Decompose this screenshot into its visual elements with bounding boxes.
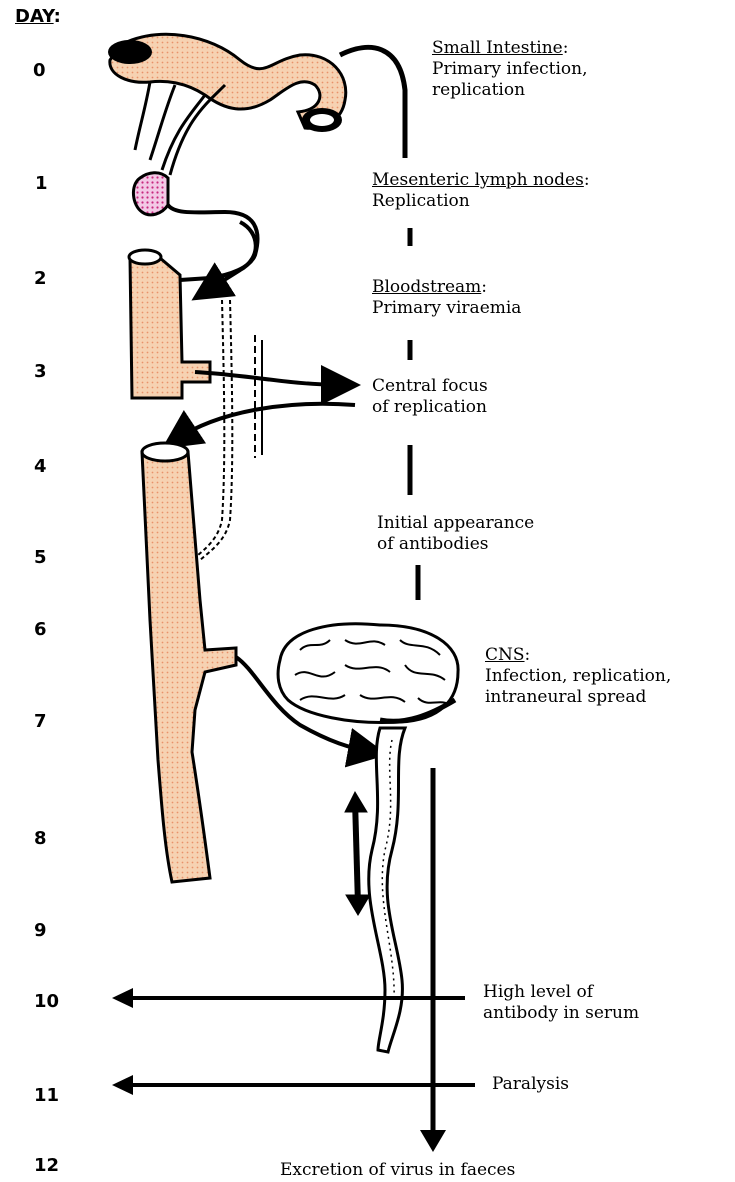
day-label-6: 6 (34, 619, 47, 640)
bloodstream-line1: Primary viraemia (372, 298, 521, 318)
small-intestine-line1: Primary infection, (432, 59, 588, 79)
intraneural-spread-arrow (345, 792, 370, 915)
day-label-10: 10 (34, 991, 59, 1012)
cns-line1: Infection, replication, (485, 666, 671, 686)
day-title-suffix: : (54, 6, 61, 27)
lymph-nodes-title-suffix: : (584, 170, 590, 190)
cns-title: CNS (485, 645, 525, 665)
day-label-5: 5 (34, 547, 47, 568)
label-small-intestine: Small Intestine: Primary infection, repl… (432, 38, 588, 101)
label-antibodies: Initial appearance of antibodies (377, 513, 534, 555)
high-antibody-line1: High level of (483, 982, 593, 1002)
day-label-8: 8 (34, 828, 47, 849)
day-label-11: 11 (34, 1085, 59, 1106)
day-label-12: 12 (34, 1155, 59, 1176)
excretion-line1: Excretion of virus in faeces (280, 1160, 515, 1180)
bloodstream-title-suffix: : (481, 277, 487, 297)
paralysis-arrow (112, 1075, 475, 1095)
antibodies-line2: of antibodies (377, 534, 489, 554)
brain-illustration (278, 624, 458, 723)
label-excretion: Excretion of virus in faeces (280, 1160, 515, 1181)
cns-line2: intraneural spread (485, 687, 646, 707)
day-label-4: 4 (34, 456, 47, 477)
antibodies-line1: Initial appearance (377, 513, 534, 533)
small-intestine-title: Small Intestine (432, 38, 563, 58)
label-cns: CNS: Infection, replication, intraneural… (485, 645, 671, 708)
day-label-2: 2 (34, 268, 47, 289)
lymph-nodes-title: Mesenteric lymph nodes (372, 170, 584, 190)
day-label-0: 0 (33, 60, 46, 81)
label-lymph-nodes: Mesenteric lymph nodes: Replication (372, 170, 590, 212)
bloodstream-title: Bloodstream (372, 277, 481, 297)
high-antibody-line2: antibody in serum (483, 1003, 639, 1023)
small-intestine-title-suffix: : (563, 38, 569, 58)
day-label-3: 3 (34, 361, 47, 382)
day-axis-title: DAY: (15, 6, 61, 27)
label-central-focus: Central focus of replication (372, 376, 488, 418)
label-paralysis: Paralysis (492, 1074, 569, 1095)
cns-title-suffix: : (525, 645, 531, 665)
central-focus-line2: of replication (372, 397, 487, 417)
day-label-7: 7 (34, 711, 47, 732)
small-intestine-illustration (108, 34, 405, 175)
label-high-antibody: High level of antibody in serum (483, 982, 639, 1024)
small-intestine-line2: replication (432, 80, 525, 100)
label-bloodstream: Bloodstream: Primary viraemia (372, 277, 521, 319)
day-label-1: 1 (35, 173, 48, 194)
lymph-nodes-line1: Replication (372, 191, 470, 211)
paralysis-line1: Paralysis (492, 1074, 569, 1094)
day-title: DAY (15, 6, 54, 27)
day-label-9: 9 (34, 920, 47, 941)
central-focus-line1: Central focus (372, 376, 488, 396)
antibody-arrow (112, 988, 465, 1008)
spinal-cord-illustration (369, 728, 405, 1052)
excretion-timeline (420, 768, 446, 1152)
